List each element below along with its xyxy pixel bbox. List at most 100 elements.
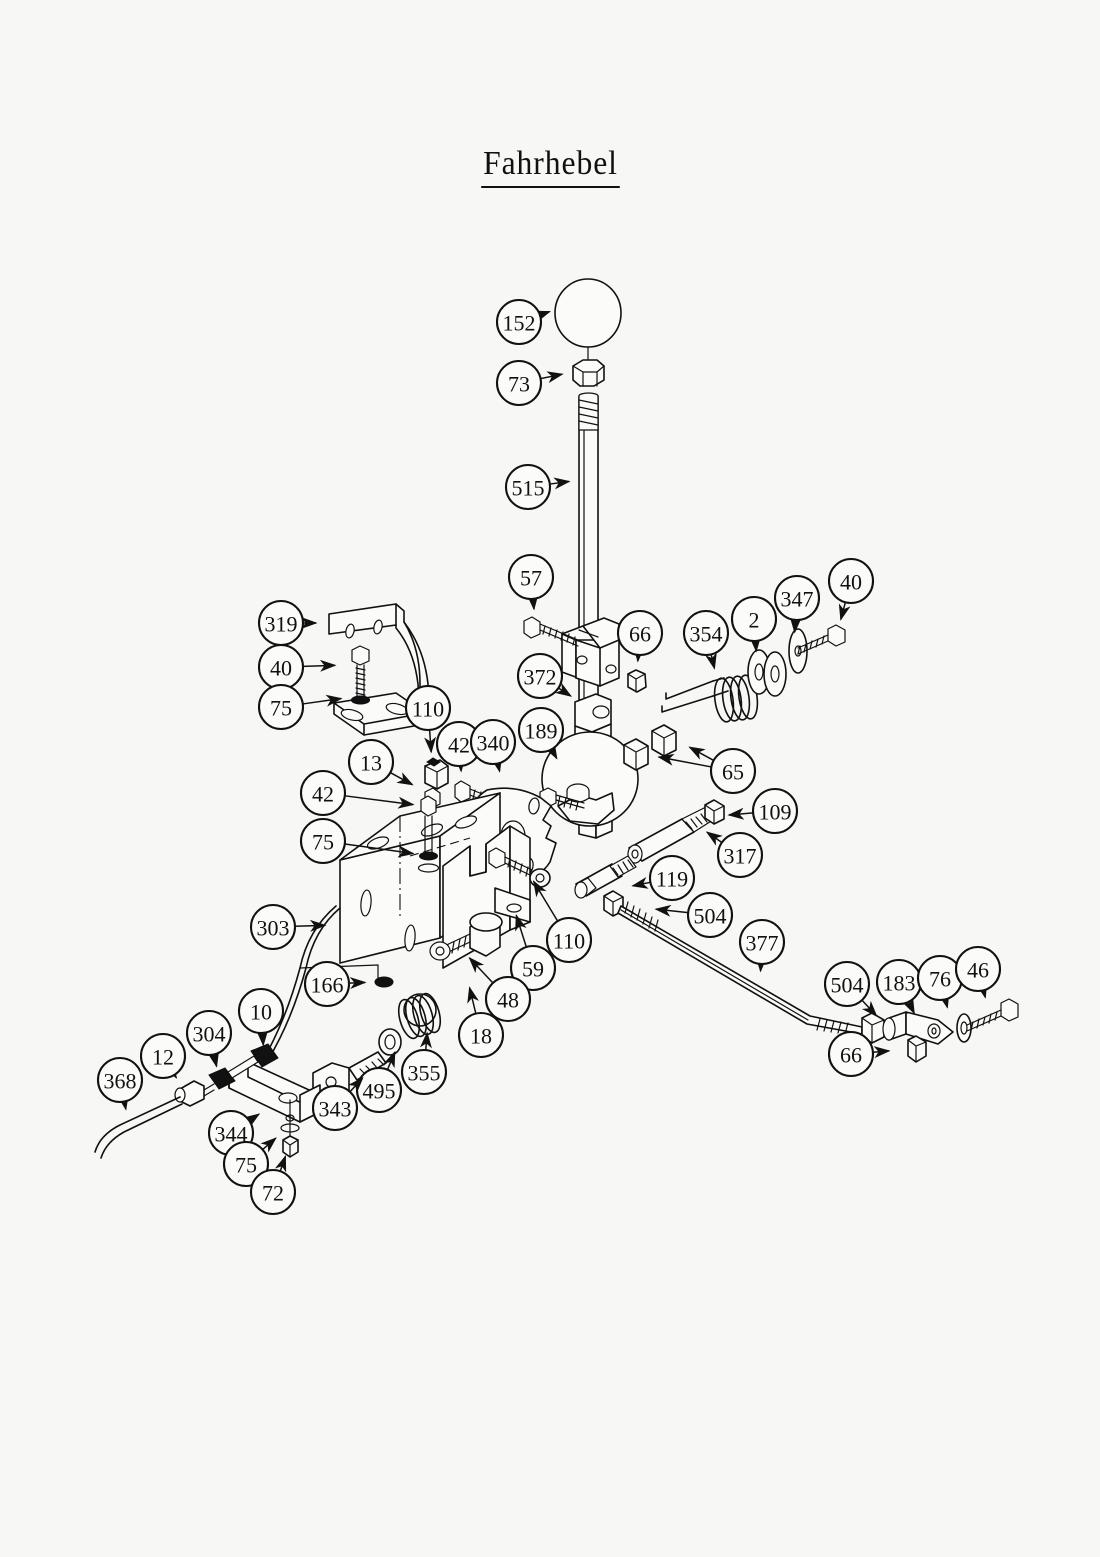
- callout-bubble[interactable]: [347, 738, 395, 786]
- callout-bubble[interactable]: [682, 609, 730, 657]
- callout-bubble[interactable]: [469, 718, 517, 766]
- callout-bubble[interactable]: [709, 747, 757, 795]
- leader-line: [705, 831, 723, 846]
- callout-515[interactable]: 515: [504, 463, 571, 511]
- callout-110[interactable]: 110: [404, 684, 452, 754]
- leader-line: [467, 986, 479, 1014]
- callout-40[interactable]: 40: [257, 643, 337, 691]
- callout-347[interactable]: 347: [773, 574, 821, 634]
- callout-bubble[interactable]: [139, 1032, 187, 1080]
- callout-183[interactable]: 183: [875, 958, 923, 1015]
- callout-bubble[interactable]: [827, 557, 875, 605]
- callout-76[interactable]: 76: [916, 954, 964, 1009]
- callout-59[interactable]: 59: [509, 914, 557, 992]
- callout-303[interactable]: 303: [249, 903, 327, 951]
- leader-line: [526, 593, 539, 611]
- callout-75[interactable]: 75: [222, 1137, 277, 1188]
- callout-bubble[interactable]: [686, 891, 734, 939]
- callout-bubble[interactable]: [299, 769, 347, 817]
- callout-bubble[interactable]: [257, 683, 305, 731]
- callout-bubble[interactable]: [716, 831, 764, 879]
- callout-bubble[interactable]: [222, 1140, 270, 1188]
- callout-bubble[interactable]: [299, 817, 347, 865]
- callout-number: 372: [524, 665, 557, 690]
- leader-line: [419, 1031, 432, 1051]
- callout-bubble[interactable]: [185, 1009, 233, 1057]
- callout-bubble[interactable]: [249, 1168, 297, 1216]
- callout-495[interactable]: 495: [355, 1050, 403, 1114]
- callout-340[interactable]: 340: [469, 718, 517, 773]
- callout-bubble[interactable]: [249, 903, 297, 951]
- callout-10[interactable]: 10: [237, 987, 285, 1047]
- callout-bubble[interactable]: [457, 1011, 505, 1059]
- callout-bubble[interactable]: [954, 945, 1002, 993]
- callout-504[interactable]: 504: [823, 960, 878, 1018]
- callout-65[interactable]: 65: [657, 746, 757, 795]
- callout-bubble[interactable]: [545, 916, 593, 964]
- callout-18[interactable]: 18: [457, 986, 505, 1059]
- callout-bubble[interactable]: [303, 960, 351, 1008]
- callout-bubble[interactable]: [738, 918, 786, 966]
- callout-343[interactable]: 343: [311, 1076, 364, 1132]
- part-rod-end-119: [574, 855, 637, 899]
- callout-119[interactable]: 119: [631, 854, 696, 902]
- part-bolt-40b: [351, 645, 370, 705]
- callout-42[interactable]: 42: [299, 769, 415, 817]
- callout-bubble[interactable]: [616, 609, 664, 657]
- callout-bubble[interactable]: [730, 595, 778, 643]
- callout-110[interactable]: 110: [532, 880, 593, 964]
- callout-bubble[interactable]: [827, 1030, 875, 1078]
- callout-bubble[interactable]: [237, 987, 285, 1035]
- callout-bubble[interactable]: [484, 975, 532, 1023]
- callout-13[interactable]: 13: [347, 738, 414, 786]
- callout-12[interactable]: 12: [139, 1032, 187, 1080]
- callout-40[interactable]: 40: [827, 557, 875, 621]
- callout-72[interactable]: 72: [249, 1154, 297, 1216]
- callout-number: 13: [360, 751, 382, 776]
- callout-bubble[interactable]: [516, 652, 564, 700]
- callout-189[interactable]: 189: [517, 706, 565, 760]
- callout-number: 48: [497, 988, 519, 1013]
- leader-line: [515, 914, 528, 948]
- callout-66[interactable]: 66: [827, 1030, 891, 1078]
- callout-317[interactable]: 317: [705, 831, 764, 879]
- callout-75[interactable]: 75: [299, 817, 415, 865]
- part-washer-495: [378, 1028, 402, 1056]
- callout-73[interactable]: 73: [495, 359, 564, 407]
- callout-152[interactable]: 152: [495, 298, 552, 346]
- callout-372[interactable]: 372: [516, 652, 573, 700]
- callout-66[interactable]: 66: [616, 609, 664, 663]
- callout-bubble[interactable]: [495, 298, 543, 346]
- leader-line: [544, 742, 558, 760]
- callout-304[interactable]: 304: [185, 1009, 233, 1068]
- callout-bubble[interactable]: [517, 706, 565, 754]
- callout-319[interactable]: 319: [257, 599, 318, 647]
- callout-bubble[interactable]: [823, 960, 871, 1008]
- callout-109[interactable]: 109: [727, 787, 799, 835]
- callout-368[interactable]: 368: [96, 1056, 144, 1111]
- callout-57[interactable]: 57: [507, 553, 555, 611]
- callout-46[interactable]: 46: [954, 945, 1002, 999]
- callout-bubble[interactable]: [96, 1056, 144, 1104]
- callout-bubble[interactable]: [404, 684, 452, 732]
- callout-bubble[interactable]: [773, 574, 821, 622]
- callout-bubble[interactable]: [509, 944, 557, 992]
- part-bolt-57: [523, 616, 579, 647]
- callout-504[interactable]: 504: [654, 891, 734, 939]
- callout-377[interactable]: 377: [738, 918, 786, 973]
- callout-166[interactable]: 166: [303, 960, 367, 1008]
- callout-bubble[interactable]: [751, 787, 799, 835]
- callout-bubble[interactable]: [504, 463, 552, 511]
- part-washer-75c: [280, 1099, 300, 1151]
- callout-bubble[interactable]: [507, 553, 555, 601]
- callout-bubble[interactable]: [400, 1048, 448, 1096]
- callout-2[interactable]: 2: [730, 595, 778, 653]
- callout-48[interactable]: 48: [468, 956, 532, 1023]
- callout-354[interactable]: 354: [682, 609, 730, 670]
- callout-75[interactable]: 75: [257, 683, 343, 731]
- callout-bubble[interactable]: [311, 1084, 359, 1132]
- callout-355[interactable]: 355: [400, 1031, 448, 1096]
- callout-bubble[interactable]: [495, 359, 543, 407]
- callout-bubble[interactable]: [648, 854, 696, 902]
